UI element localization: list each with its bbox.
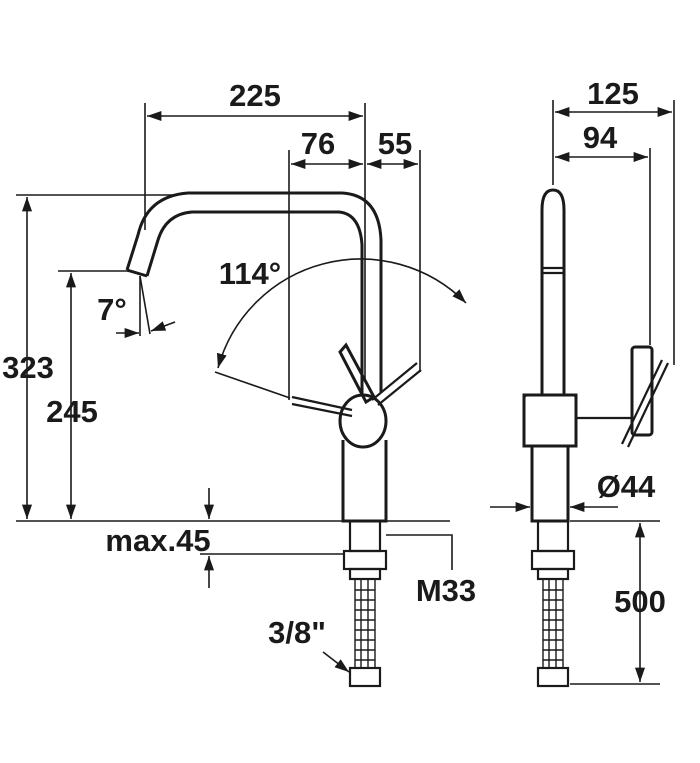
dim-m33-label: M33 [416,573,476,608]
dim-max45-label: max.45 [105,523,210,558]
dim-225-label: 225 [229,78,281,113]
dim-connection-label: 3/8" [268,615,326,650]
front-view-dimensions: 225 76 55 114° 7° 323 245 max.45 [2,78,476,673]
dim-o44-label: Ø44 [597,469,656,504]
dim-323-label: 323 [2,350,54,385]
side-view-faucet [522,188,669,688]
valve-head [338,393,388,449]
side-spout [540,188,566,395]
side-view-dimensions: 125 94 Ø44 500 [490,76,675,685]
dim-94-label: 94 [583,120,618,155]
dim-76-label: 76 [301,126,335,161]
spout-inner-outline [145,210,364,395]
dim-500-label: 500 [614,584,666,619]
side-lever [630,345,654,437]
lever-handle [338,342,376,405]
dim-55-label: 55 [378,126,412,161]
dim-125-label: 125 [587,76,639,111]
dim-114-label: 114° [219,256,281,291]
dim-7deg-label: 7° [97,292,127,327]
front-view-faucet [125,191,422,688]
dim-arc-114 [216,258,467,369]
spout-outline [125,191,383,393]
mounting-shank [342,519,388,688]
dim-245-label: 245 [46,394,98,429]
lever-position-right [371,362,418,401]
body-column [341,440,388,523]
